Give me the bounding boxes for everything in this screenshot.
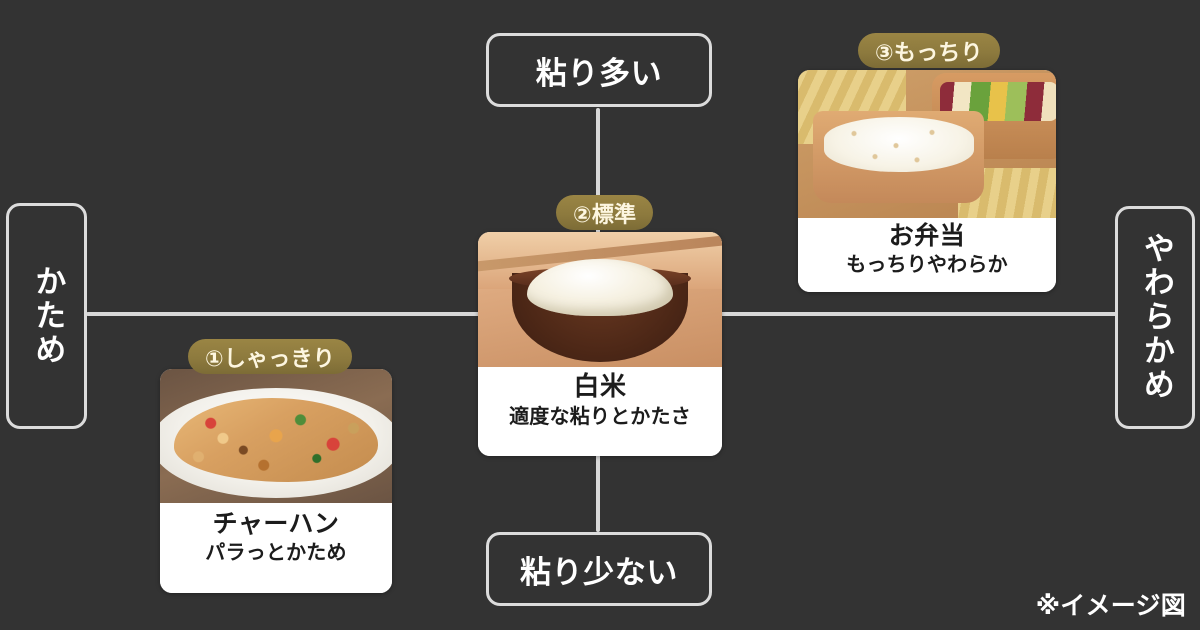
card-right-subtitle: もっちりやわらか [846,251,1008,276]
card-left-body: チャーハン パラっとかため [160,503,392,593]
card-left-title: チャーハン [212,509,340,538]
card-right-body: お弁当 もっちりやわらか [798,218,1056,292]
card-center-subtitle: 適度な粘りとかたさ [509,403,691,428]
image-disclaimer-note: ※イメージ図 [1035,591,1186,620]
card-right-bento: お弁当 もっちりやわらか [798,70,1056,292]
card-left-fried-rice: チャーハン パラっとかため [160,369,392,593]
badge-center-standard: ②標準 [556,195,654,230]
fried-rice-photo [160,369,392,503]
axis-label-left: かため [6,203,87,429]
white-rice-bowl-photo [478,232,722,367]
axis-label-right: やわらかめ [1115,206,1195,429]
card-left-subtitle: パラっとかため [205,539,347,564]
badge-left-shakkiri: ①しゃっきり [188,339,352,374]
card-center-title: 白米 [573,372,627,402]
bento-box-photo [798,70,1056,218]
axis-label-top: 粘り多い [486,33,712,107]
badge-right-mocchiri: ③もっちり [858,33,1000,68]
axis-label-bottom: 粘り少ない [486,532,712,606]
card-center-body: 白米 適度な粘りとかたさ [478,367,722,456]
card-right-title: お弁当 [888,221,966,250]
card-center-white-rice: 白米 適度な粘りとかたさ [478,232,722,456]
